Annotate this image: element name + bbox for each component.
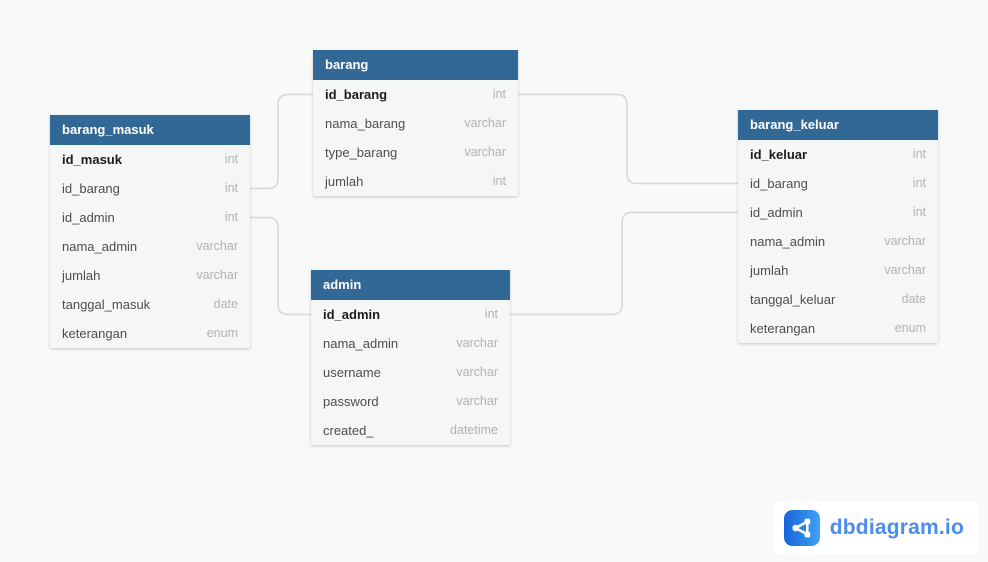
- field-row-barang_keluar-id_keluar[interactable]: id_keluar int: [738, 140, 938, 169]
- field-row-barang_keluar-id_barang[interactable]: id_barang int: [738, 169, 938, 198]
- table-title: barang_masuk: [62, 122, 154, 137]
- field-row-admin-password[interactable]: password varchar: [311, 387, 510, 416]
- field-name: nama_admin: [62, 239, 138, 254]
- field-row-barang-nama_barang[interactable]: nama_barang varchar: [313, 109, 518, 138]
- field-name: id_keluar: [750, 147, 808, 162]
- table-header-barang[interactable]: barang: [313, 50, 518, 80]
- relationship-barang-barang_keluar[interactable]: [518, 93, 738, 185]
- field-name: id_admin: [323, 307, 381, 322]
- field-name: id_barang: [750, 176, 808, 191]
- field-row-barang_keluar-jumlah[interactable]: jumlah varchar: [738, 256, 938, 285]
- field-row-barang_masuk-id_admin[interactable]: id_admin int: [50, 203, 250, 232]
- field-type: int: [224, 152, 238, 166]
- field-row-admin-created_[interactable]: created_ datetime: [311, 416, 510, 445]
- dbdiagram-branding-link[interactable]: dbdiagram.io: [773, 502, 978, 554]
- field-type: varchar: [456, 336, 498, 350]
- relationship-barang_masuk-barang[interactable]: [250, 93, 313, 190]
- relationship-barang_masuk-admin[interactable]: [250, 216, 311, 316]
- field-row-barang_keluar-tanggal_keluar[interactable]: tanggal_keluar date: [738, 285, 938, 314]
- field-name: nama_barang: [325, 116, 406, 131]
- field-type: int: [224, 181, 238, 195]
- field-row-barang_masuk-jumlah[interactable]: jumlah varchar: [50, 261, 250, 290]
- field-name: created_: [323, 423, 374, 438]
- field-name: jumlah: [62, 268, 101, 283]
- table-header-barang_keluar[interactable]: barang_keluar: [738, 110, 938, 140]
- field-name: nama_admin: [323, 336, 399, 351]
- field-type: int: [492, 87, 506, 101]
- field-name: id_admin: [62, 210, 115, 225]
- field-name: id_barang: [62, 181, 120, 196]
- field-type: int: [912, 147, 926, 161]
- field-type: varchar: [884, 263, 926, 277]
- field-name: nama_admin: [750, 234, 826, 249]
- field-type: varchar: [456, 365, 498, 379]
- field-name: keterangan: [62, 326, 128, 341]
- field-row-barang_masuk-nama_admin[interactable]: nama_admin varchar: [50, 232, 250, 261]
- field-name: type_barang: [325, 145, 398, 160]
- field-row-barang_masuk-id_masuk[interactable]: id_masuk int: [50, 145, 250, 174]
- field-row-barang-type_barang[interactable]: type_barang varchar: [313, 138, 518, 167]
- field-row-admin-username[interactable]: username varchar: [311, 358, 510, 387]
- field-type: int: [912, 176, 926, 190]
- field-type: int: [492, 174, 506, 188]
- field-row-barang_masuk-keterangan[interactable]: keterangan enum: [50, 319, 250, 348]
- field-type: varchar: [464, 145, 506, 159]
- field-name: tanggal_keluar: [750, 292, 836, 307]
- field-type: int: [912, 205, 926, 219]
- field-type: enum: [894, 321, 926, 335]
- field-type: varchar: [884, 234, 926, 248]
- field-name: id_masuk: [62, 152, 122, 167]
- field-name: password: [323, 394, 379, 409]
- field-row-barang_keluar-nama_admin[interactable]: nama_admin varchar: [738, 227, 938, 256]
- field-name: id_admin: [750, 205, 803, 220]
- field-name: tanggal_masuk: [62, 297, 151, 312]
- field-type: date: [901, 292, 926, 306]
- field-name: id_barang: [325, 87, 388, 102]
- table-header-admin[interactable]: admin: [311, 270, 510, 300]
- table-title: barang: [325, 57, 369, 72]
- field-type: int: [484, 307, 498, 321]
- field-row-barang_masuk-tanggal_masuk[interactable]: tanggal_masuk date: [50, 290, 250, 319]
- field-name: jumlah: [750, 263, 789, 278]
- field-name: username: [323, 365, 381, 380]
- field-row-barang-id_barang[interactable]: id_barang int: [313, 80, 518, 109]
- table-title: barang_keluar: [750, 117, 839, 132]
- relationship-admin-barang_keluar[interactable]: [510, 211, 738, 316]
- table-title: admin: [323, 277, 362, 292]
- field-row-barang_keluar-keterangan[interactable]: keterangan enum: [738, 314, 938, 343]
- field-type: int: [224, 210, 238, 224]
- field-row-barang-jumlah[interactable]: jumlah int: [313, 167, 518, 196]
- field-type: date: [213, 297, 238, 311]
- field-row-admin-nama_admin[interactable]: nama_admin varchar: [311, 329, 510, 358]
- field-name: jumlah: [325, 174, 364, 189]
- field-row-barang_masuk-id_barang[interactable]: id_barang int: [50, 174, 250, 203]
- field-type: varchar: [464, 116, 506, 130]
- field-type: varchar: [196, 239, 238, 253]
- dbdiagram-logo-text: dbdiagram.io: [829, 516, 964, 539]
- field-type: enum: [206, 326, 238, 340]
- field-type: datetime: [450, 423, 498, 437]
- table-header-barang_masuk[interactable]: barang_masuk: [50, 115, 250, 145]
- field-row-barang_keluar-id_admin[interactable]: id_admin int: [738, 198, 938, 227]
- dbdiagram-logo-icon: [783, 510, 820, 546]
- field-row-admin-id_admin[interactable]: id_admin int: [311, 300, 510, 329]
- field-name: keterangan: [750, 321, 816, 336]
- field-type: varchar: [456, 394, 498, 408]
- field-type: varchar: [196, 268, 238, 282]
